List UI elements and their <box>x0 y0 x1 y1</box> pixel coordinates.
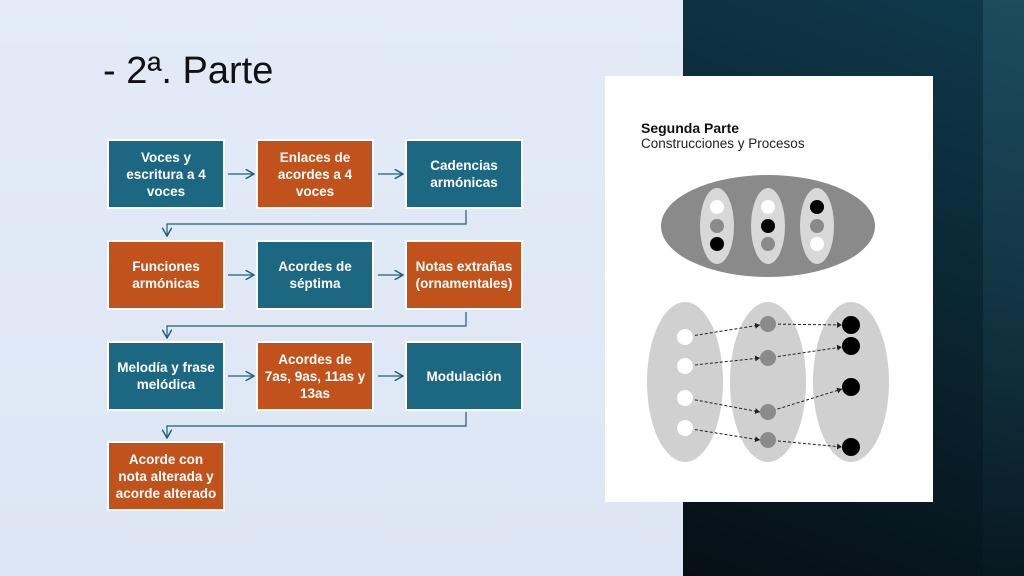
progression-ellipse <box>647 302 723 462</box>
flow-box-label: Melodía y frase melódica <box>117 360 215 392</box>
note-dot <box>677 329 693 345</box>
flow-box-label: Modulación <box>426 368 502 384</box>
flow-box-acorde-alterado: Acorde con nota alterada y acorde altera… <box>107 441 225 511</box>
flow-box-label: Notas extrañas (ornamentales) <box>415 259 513 291</box>
flow-box-voces: Voces y escritura a 4 voces <box>107 139 225 209</box>
note-dot <box>760 316 776 332</box>
note-dot <box>761 219 775 233</box>
flow-box-funciones: Funciones armónicas <box>107 240 225 310</box>
flow-box-melodia: Melodía y frase melódica <box>107 341 225 411</box>
note-dot <box>761 200 775 214</box>
slide-title: - 2ª. Parte <box>103 50 274 92</box>
flow-box-septima: Acordes de séptima <box>256 240 374 310</box>
flow-box-label: Funciones armónicas <box>132 259 200 291</box>
flow-box-acordes-extendidos: Acordes de 7as, 9as, 11as y 13as <box>256 341 374 411</box>
note-dot <box>842 316 860 334</box>
note-dot <box>677 358 693 374</box>
background-sheen <box>983 0 1024 576</box>
arrow-3-4 <box>167 210 467 236</box>
note-dot <box>810 237 824 251</box>
voice-motion-lines <box>684 321 843 450</box>
arrow-6-7 <box>167 312 467 338</box>
note-dot <box>810 200 824 214</box>
flow-box-cadencias: Cadencias armónicas <box>405 139 523 209</box>
flow-box-enlaces: Enlaces de acordes a 4 voces <box>256 139 374 209</box>
flow-box-modulacion: Modulación <box>405 341 523 411</box>
note-dot <box>710 219 724 233</box>
card-subtitle: Construcciones y Procesos <box>641 136 805 151</box>
arrow-9-10 <box>167 412 467 438</box>
flow-box-label: Acordes de 7as, 9as, 11as y 13as <box>264 351 366 401</box>
card-title: Segunda Parte <box>641 120 740 136</box>
note-dot <box>842 438 860 456</box>
flow-box-label: Acorde con nota alterada y acorde altera… <box>115 451 217 501</box>
flow-box-label: Cadencias armónicas <box>430 158 498 190</box>
note-dot <box>842 337 860 355</box>
flow-box-notas-extranas: Notas extrañas (ornamentales) <box>405 240 523 310</box>
note-dot <box>710 200 724 214</box>
progression-ellipse <box>730 302 806 462</box>
flow-box-label: Voces y escritura a 4 voces <box>126 149 206 199</box>
note-dot <box>810 219 824 233</box>
note-dot <box>760 350 776 366</box>
note-dot <box>677 390 693 406</box>
note-dot <box>760 404 776 420</box>
flow-connectors <box>0 0 467 576</box>
book-cover-card: Segunda Parte Construcciones y Procesos <box>605 76 933 502</box>
note-dot <box>761 237 775 251</box>
note-dot <box>677 420 693 436</box>
flow-box-label: Acordes de séptima <box>278 259 352 291</box>
flow-box-label: Enlaces de acordes a 4 voces <box>277 149 353 199</box>
note-dot <box>842 378 860 396</box>
chord-illustration <box>647 175 889 462</box>
note-dot <box>760 432 776 448</box>
note-dot <box>710 237 724 251</box>
